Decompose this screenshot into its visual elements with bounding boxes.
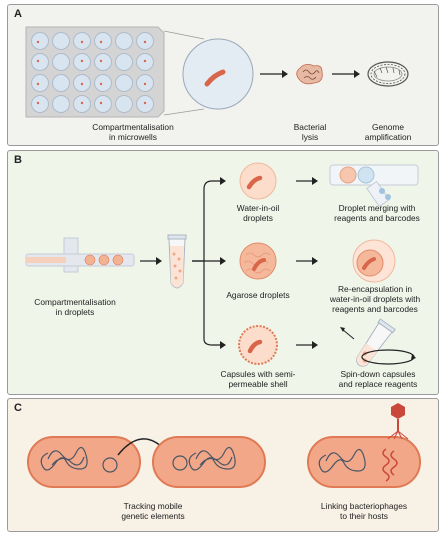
microwell [52, 53, 70, 71]
microwell [31, 95, 49, 113]
panel-c-graphics [27, 403, 421, 488]
panel-b: B [7, 150, 439, 395]
microwell [115, 74, 133, 92]
agarose-label: Agarose droplets [226, 290, 290, 300]
amplified-genome-icon [367, 61, 409, 87]
reencapsulation-label: Re-encapsulation in water-in-oil droplet… [329, 284, 421, 314]
microwell-bacterium [143, 82, 147, 86]
merging-label: Droplet merging with reagents and barcod… [334, 203, 420, 223]
microwell [52, 32, 70, 50]
amplification-label: Genome amplification [364, 122, 412, 142]
microwell [94, 53, 112, 71]
microwell-bacterium [80, 101, 84, 105]
microwell-bacterium [80, 59, 84, 63]
microwells-label: Compartmentalisation in microwells [92, 122, 174, 142]
donor-bacterium-cell [27, 436, 141, 488]
recipient-bacterium-cell [152, 436, 266, 488]
panel-a-tag: A [14, 8, 22, 20]
microwell [94, 95, 112, 113]
phage-host-cell [307, 436, 421, 488]
microwell [94, 74, 112, 92]
arrow-to-lysis [260, 70, 288, 78]
microwell-bacterium [99, 40, 103, 44]
capsules-label: Capsules with semi- permeable shell [220, 369, 296, 389]
microwell [115, 32, 133, 50]
microwell-bacterium [143, 101, 147, 105]
droplet-tube-icon [167, 234, 187, 289]
microwell-bacterium [99, 59, 103, 63]
arrow-to-spin [296, 341, 318, 349]
spin-down-tube-icon [340, 318, 416, 367]
droplets-label: Compartmentalisation in droplets [34, 297, 116, 317]
panel-c: C Tracking mobile [7, 398, 439, 532]
capsule-droplet [238, 325, 278, 365]
microwell-bacterium [36, 82, 40, 86]
droplet-merging-icon [329, 164, 419, 208]
bacterium-in-well [204, 69, 226, 87]
tracking-label: Tracking mobile genetic elements [121, 501, 185, 521]
arrow-to-merging [296, 177, 318, 185]
arrow-to-tube [140, 257, 162, 265]
water-in-oil-label: Water-in-oil droplets [236, 203, 280, 223]
microwell-grid [31, 32, 154, 113]
panel-c-tag: C [14, 402, 22, 414]
linking-label: Linking bacteriophages to their hosts [320, 501, 408, 521]
microwell [31, 74, 49, 92]
branching-arrows [192, 177, 226, 349]
zoom-line-bottom [163, 108, 205, 116]
microfluidic-device [25, 237, 135, 273]
microwell [115, 53, 133, 71]
lysed-bacterium-icon [296, 64, 323, 85]
panel-b-tag: B [14, 154, 22, 166]
microwell [115, 95, 133, 113]
microwell [31, 32, 49, 50]
arrow-to-amplification [332, 70, 360, 78]
panel-a-graphics [25, 26, 409, 118]
spin-label: Spin-down capsules and replace reagents [338, 369, 418, 389]
microwell [52, 74, 70, 92]
panel-b-graphics [25, 162, 419, 367]
agarose-droplet [239, 242, 277, 280]
microwell-bacterium [143, 40, 147, 44]
reencapsulated-droplet [352, 239, 396, 283]
microwell-bacterium [80, 40, 84, 44]
microwell-bacterium [36, 59, 40, 63]
water-in-oil-droplet [239, 162, 277, 200]
microwell-bacterium [143, 59, 147, 63]
microwell [94, 32, 112, 50]
microwell [52, 95, 70, 113]
bacteriophage-icon [387, 403, 409, 440]
arrow-to-reencapsulation [296, 257, 318, 265]
panel-a: A Compartmentalisation [7, 4, 439, 146]
microwell-bacterium [80, 82, 84, 86]
microwell-bacterium [99, 101, 103, 105]
microwell-bacterium [99, 82, 103, 86]
lysis-label: Bacterial lysis [293, 122, 327, 142]
zoom-line-top [163, 30, 205, 40]
microwell-bacterium [36, 101, 40, 105]
microwell [31, 53, 49, 71]
microwell-bacterium [36, 40, 40, 44]
